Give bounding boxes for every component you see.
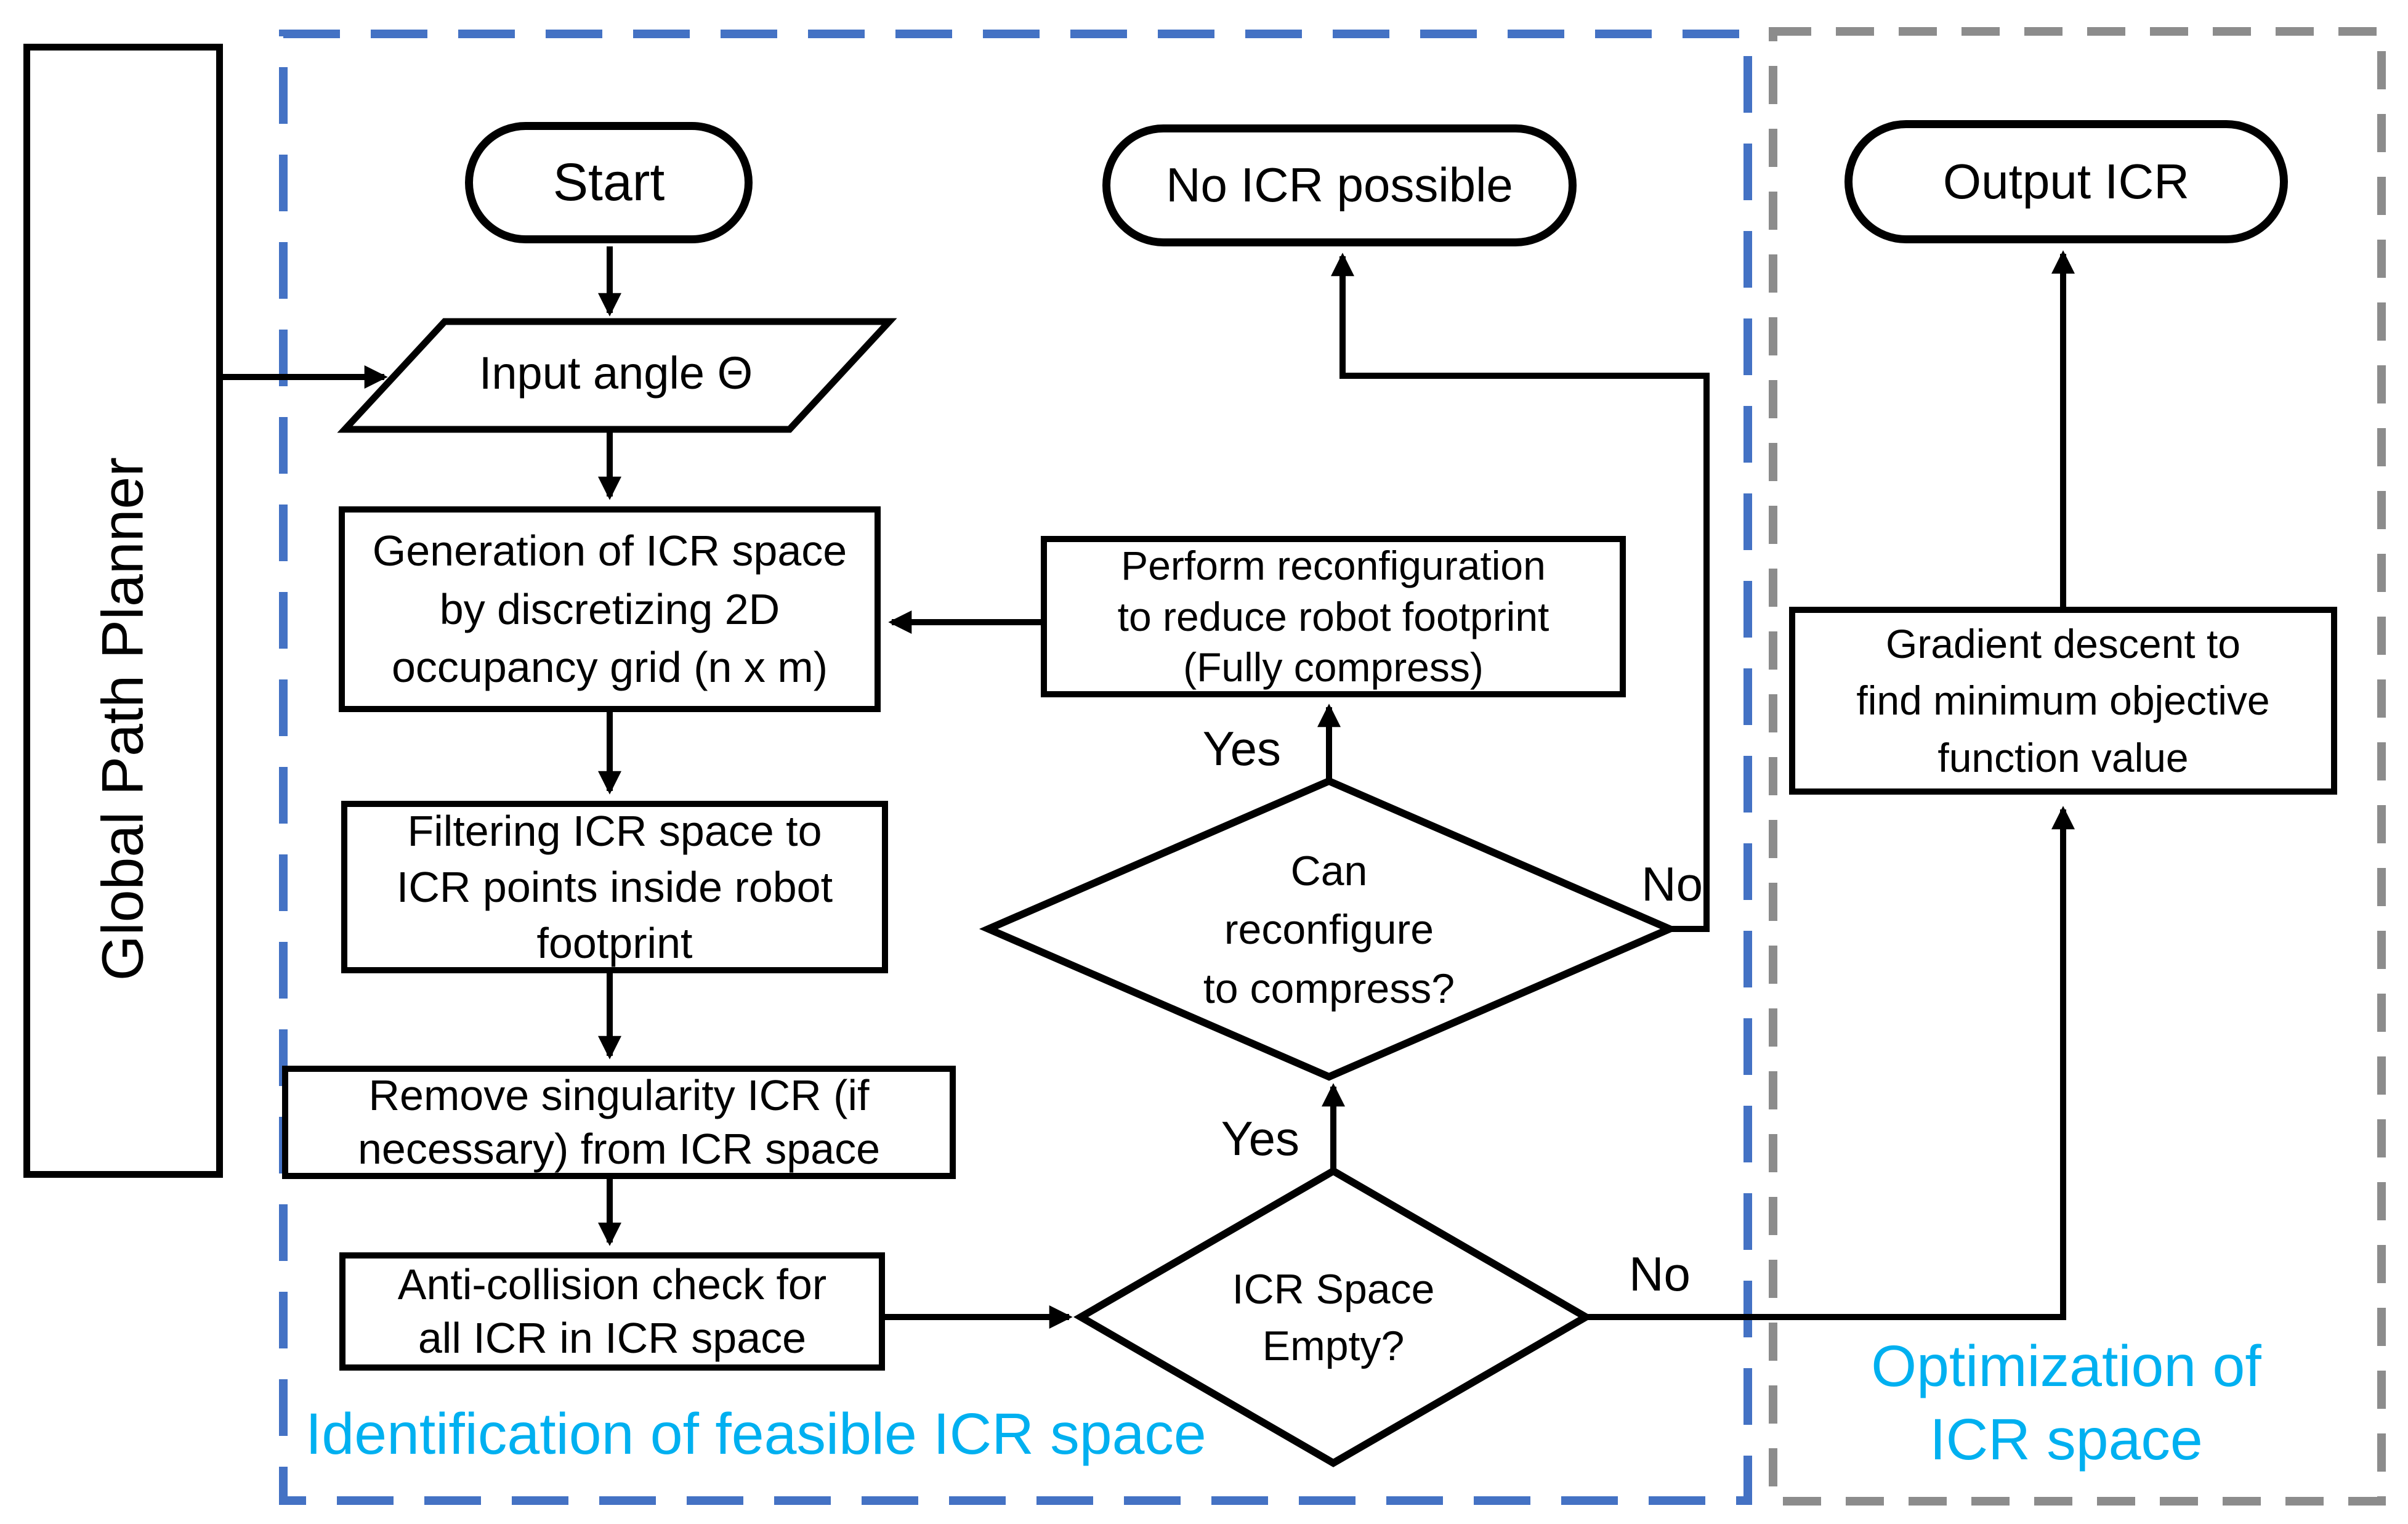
remove-singularity-process-box: Remove singularity ICR (if necessary) fr… bbox=[282, 1066, 956, 1179]
edge-canreconfigure-no-to-noicr bbox=[1331, 253, 1710, 932]
output-icr-terminator: Output ICR bbox=[1844, 120, 2288, 243]
edge-label-yes-can-reconfigure: Yes bbox=[1202, 721, 1281, 776]
identification-region-caption: Identification of feasible ICR space bbox=[305, 1401, 1206, 1467]
can-reconfigure-diamond bbox=[979, 777, 1679, 1081]
edge-label-no-icr-empty: No bbox=[1629, 1246, 1691, 1301]
edge-icrempty-no-to-gradient bbox=[1586, 806, 2075, 1320]
global-path-planner-label: Global Path Planner bbox=[90, 457, 156, 981]
edge-label-yes-icr-empty: Yes bbox=[1221, 1111, 1299, 1165]
gradient-descent-process-box: Gradient descent to find minimum objecti… bbox=[1789, 607, 2337, 795]
icr-space-empty-label: ICR Space Empty? bbox=[1232, 1266, 1435, 1369]
global-path-planner-box: Global Path Planner bbox=[23, 44, 223, 1178]
icr-space-empty-diamond bbox=[1073, 1167, 1593, 1467]
optimization-region-border bbox=[1769, 27, 2386, 1506]
start-terminator: Start bbox=[465, 122, 753, 243]
anti-collision-process-box: Anti-collision check for all ICR in ICR … bbox=[339, 1252, 885, 1371]
perform-reconfiguration-process-box: Perform reconfiguration to reduce robot … bbox=[1041, 536, 1626, 697]
optimization-region-caption: Optimization of ICR space bbox=[1871, 1334, 2261, 1472]
input-angle-parallelogram bbox=[337, 318, 897, 433]
identification-region-border bbox=[279, 30, 1752, 1505]
can-reconfigure-label: Can reconfigure to compress? bbox=[1203, 848, 1455, 1012]
edge-label-no-can-reconfigure: No bbox=[1641, 856, 1703, 911]
input-angle-label: Input angle Θ bbox=[479, 347, 753, 399]
no-icr-possible-terminator: No ICR possible bbox=[1102, 124, 1577, 246]
filtering-process-box: Filtering ICR space to ICR points inside… bbox=[341, 801, 888, 973]
generation-process-box: Generation of ICR space by discretizing … bbox=[339, 506, 881, 712]
